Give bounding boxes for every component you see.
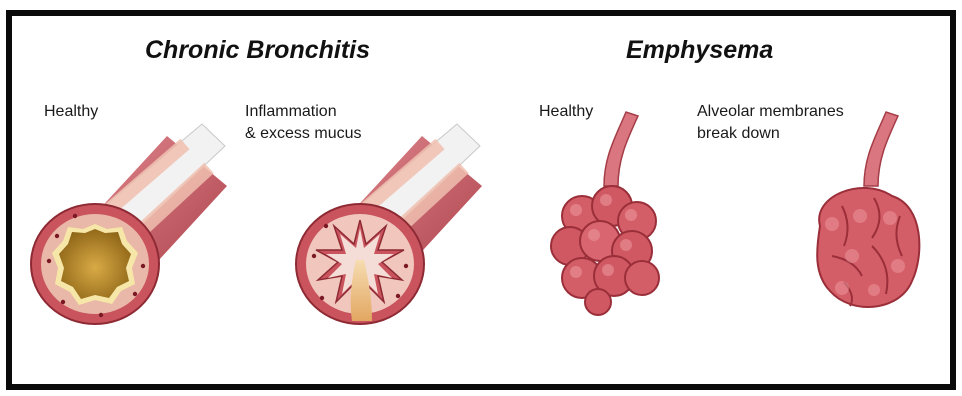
diagram-frame: Chronic Bronchitis Emphysema Healthy Inf…	[6, 10, 956, 390]
inflamed-bronchus-icon	[282, 116, 492, 326]
emphysema-title: Emphysema	[626, 36, 773, 65]
damaged-alveoli-icon	[802, 106, 932, 316]
healthy-bronchus-icon	[27, 116, 237, 326]
healthy-alveoli-icon	[542, 106, 672, 316]
emphysema-damaged-label-line2: break down	[697, 124, 780, 144]
bronchitis-title: Chronic Bronchitis	[145, 36, 370, 65]
